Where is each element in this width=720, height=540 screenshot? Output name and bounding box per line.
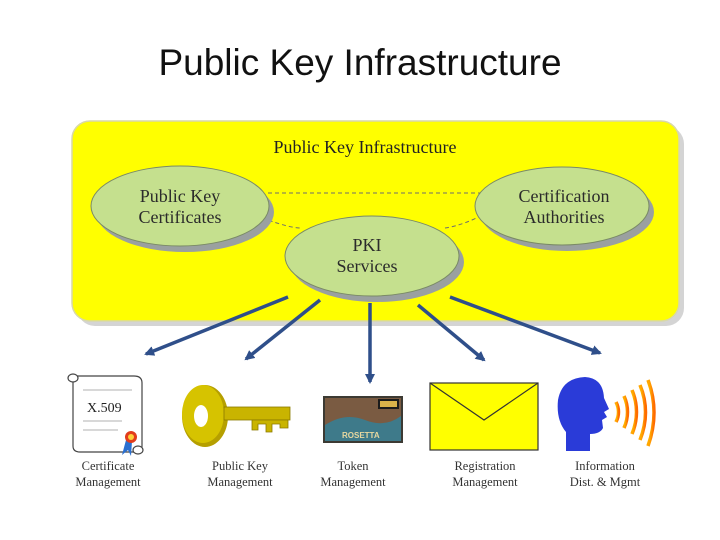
caption-1-line-2: Management bbox=[75, 474, 141, 489]
scroll-text: X.509 bbox=[87, 401, 122, 416]
token-label: ROSETTA bbox=[342, 431, 380, 440]
certificate-scroll-icon: X.509 bbox=[67, 373, 144, 456]
oval-authorities-line-2: Authorities bbox=[523, 206, 605, 227]
key-icon bbox=[182, 385, 291, 447]
oval-authorities-line-1: Certification bbox=[518, 186, 610, 206]
token-icon: ROSETTA bbox=[323, 396, 403, 443]
caption-2-line-1: Public Key bbox=[212, 459, 268, 473]
arrows bbox=[144, 295, 602, 384]
oval-certificates bbox=[90, 165, 274, 252]
panel-title: Public Key Infrastructure bbox=[273, 137, 457, 157]
arrow-certificate bbox=[144, 295, 289, 356]
oval-services bbox=[284, 215, 464, 302]
oval-authorities bbox=[474, 166, 654, 251]
oval-authorities-label: Certification Authorities bbox=[494, 186, 634, 227]
caption-5-line-1: Information bbox=[575, 459, 635, 473]
caption-3-line-1: Token bbox=[337, 459, 369, 473]
oval-certificates-label: Public Key Certificates bbox=[110, 186, 250, 227]
oval-services-label: PKI Services bbox=[297, 235, 437, 276]
arrow-registration bbox=[416, 303, 486, 362]
caption-4-line-2: Management bbox=[452, 474, 518, 489]
caption-token-management: Token Management bbox=[293, 459, 413, 490]
caption-3-line-2: Management bbox=[320, 474, 386, 489]
sound-waves bbox=[614, 379, 656, 447]
dashed-connectors bbox=[261, 192, 489, 229]
arrow-information bbox=[449, 295, 602, 355]
slide-title: Public Key Infrastructure bbox=[158, 42, 562, 83]
caption-public-key-management: Public Key Management bbox=[180, 459, 300, 490]
caption-1-line-1: Certificate bbox=[81, 459, 135, 473]
caption-5-line-2: Dist. & Mgmt bbox=[569, 474, 641, 489]
head-speaking-icon bbox=[557, 377, 656, 451]
arrow-public-key bbox=[244, 298, 322, 361]
caption-certificate-management: Certificate Management bbox=[48, 459, 168, 490]
oval-certificates-line-2: Certificates bbox=[138, 206, 222, 227]
envelope-icon bbox=[429, 382, 539, 451]
oval-services-line-1: PKI bbox=[352, 235, 382, 255]
oval-certificates-line-1: Public Key bbox=[139, 186, 221, 206]
caption-information-distribution: Information Dist. & Mgmt bbox=[545, 459, 665, 490]
caption-2-line-2: Management bbox=[207, 474, 273, 489]
caption-registration-management: Registration Management bbox=[425, 459, 545, 490]
caption-4-line-1: Registration bbox=[454, 459, 516, 473]
oval-services-line-2: Services bbox=[336, 255, 398, 276]
